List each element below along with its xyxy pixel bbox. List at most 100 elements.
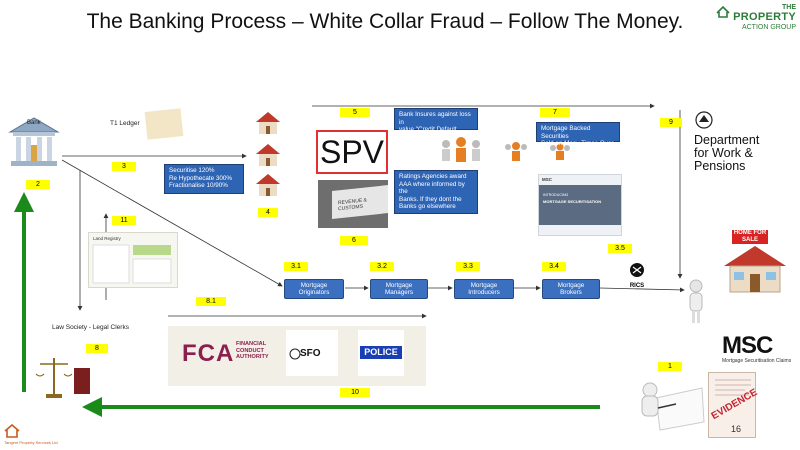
regulators-panel: FCA FINANCIAL CONDUCT AUTHORITY SFO POLI… bbox=[168, 326, 426, 386]
dwp-line-1: Department bbox=[694, 133, 760, 147]
house-for-sale-icon bbox=[722, 244, 788, 294]
msc-site-line-2: MORTGAGE SECURITISATION bbox=[543, 199, 602, 204]
fca-words: FINANCIAL CONDUCT AUTHORITY bbox=[236, 341, 269, 361]
step-1: 1 bbox=[658, 362, 682, 371]
tangent-house-icon bbox=[4, 423, 20, 438]
originators-line-1: Mortgage bbox=[300, 281, 328, 289]
mbs-box: Mortgage Backed Securities Sold on Many … bbox=[536, 122, 620, 147]
step-3: 3 bbox=[112, 162, 136, 171]
msc-logo: MSC Mortgage Securitisation Claims bbox=[722, 332, 794, 368]
fca-word-3: AUTHORITY bbox=[236, 354, 269, 361]
ledger-paper-icon bbox=[144, 108, 184, 140]
step-5: 5 bbox=[340, 108, 370, 117]
insures-line-2: value "Credit Default Swap" bbox=[399, 126, 457, 141]
law-society-label: Law Society - Legal Clerks bbox=[52, 324, 129, 331]
page-number: 16 bbox=[731, 424, 742, 434]
insures-line-1: Bank Insures against loss in bbox=[399, 111, 471, 126]
scales-of-justice-icon bbox=[34, 354, 94, 400]
ratings-line-3: Banks. If they dont the bbox=[399, 195, 462, 203]
step-8-1: 8.1 bbox=[196, 297, 226, 306]
msc-logo-subtitle: Mortgage Securitisation Claims bbox=[722, 358, 792, 364]
brokers-line-2: Brokers bbox=[560, 289, 582, 296]
introducers-line-2: Introducers bbox=[468, 289, 500, 296]
mortgage-brokers-box: Mortgage Brokers bbox=[542, 279, 600, 299]
step-11: 11 bbox=[112, 216, 136, 225]
step-10: 10 bbox=[340, 388, 370, 397]
ratings-agencies-box: Ratings Agencies award AAA where informe… bbox=[394, 170, 478, 214]
mbs-line-1: Mortgage Backed Securities bbox=[541, 125, 591, 140]
step-6: 6 bbox=[340, 236, 368, 245]
logo-line2: PROPERTY bbox=[733, 11, 796, 23]
ratings-line-2: AAA where informed by the bbox=[399, 180, 465, 196]
rics-logo: RICS bbox=[624, 262, 650, 289]
step-3-4: 3.4 bbox=[542, 262, 566, 271]
bank-icon bbox=[8, 112, 60, 172]
msc-logo-text: MSC bbox=[722, 332, 773, 359]
securitise-line-1: Securitise 120% bbox=[169, 167, 215, 174]
customs-sign-text: REVENUE & CUSTOMS bbox=[338, 197, 367, 213]
securitise-line-2: Re Hypothecate 300% bbox=[169, 174, 233, 182]
mortgage-managers-box: Mortgage Managers bbox=[370, 279, 428, 299]
document-lines-icon bbox=[715, 377, 751, 400]
property-action-group-logo: THE PROPERTY ACTION GROUP bbox=[712, 4, 796, 38]
msc-site-header: MSC bbox=[542, 177, 552, 182]
managers-line-2: Managers bbox=[384, 289, 413, 296]
dwp-line-3: Pensions bbox=[694, 159, 746, 173]
sfo-label: SFO bbox=[300, 348, 321, 359]
step-8: 8 bbox=[86, 344, 108, 353]
mortgage-introducers-box: Mortgage Introducers bbox=[454, 279, 514, 299]
tangent-logo: Tangent Property Services Ltd bbox=[4, 423, 64, 445]
fca-word-1: FINANCIAL bbox=[236, 341, 267, 347]
sfo-crest-icon bbox=[289, 348, 301, 360]
credit-default-swap-box: Bank Insures against loss in value "Cred… bbox=[394, 108, 478, 141]
managers-line-1: Mortgage bbox=[385, 281, 413, 289]
evidence-document: EVIDENCE bbox=[708, 372, 759, 438]
page-title: The Banking Process – White Collar Fraud… bbox=[86, 10, 684, 33]
houses-stack-icon bbox=[252, 108, 288, 204]
step-3-3: 3.3 bbox=[456, 262, 480, 271]
land-registry-title: Land Registry bbox=[93, 236, 121, 241]
securitise-line-3: Fractionalise 10/90% bbox=[169, 182, 228, 190]
step-3-2: 3.2 bbox=[370, 262, 394, 271]
sfo-logo: SFO bbox=[286, 330, 338, 376]
step-7: 7 bbox=[540, 108, 570, 117]
rics-label: RICS bbox=[629, 283, 645, 289]
mbs-line-2: Sold on Many Times Over. bbox=[541, 140, 615, 148]
ratings-line-4: Banks go elsewhere bbox=[399, 203, 456, 211]
step-4: 4 bbox=[258, 208, 278, 217]
mortgage-originators-box: Mortgage Originators bbox=[284, 279, 344, 299]
tangent-label: Tangent Property Services Ltd bbox=[4, 440, 58, 445]
dwp-logo: Department for Work & Pensions bbox=[690, 108, 790, 178]
securitise-box: Securitise 120% Re Hypothecate 300% Frac… bbox=[164, 164, 244, 194]
step-2: 2 bbox=[26, 180, 50, 189]
bank-label: Bank bbox=[27, 120, 41, 126]
customs-sign-image: REVENUE & CUSTOMS bbox=[318, 180, 388, 228]
police-logo: POLICE bbox=[358, 330, 404, 376]
ratings-line-1: Ratings Agencies award bbox=[399, 173, 467, 180]
introducers-line-1: Mortgage bbox=[470, 281, 498, 289]
spv-box: SPV bbox=[316, 130, 388, 174]
person-writing-icon bbox=[636, 378, 706, 432]
land-registry-screenshot: Land Registry bbox=[88, 232, 178, 288]
msc-site-line-1: INTRODUCING bbox=[543, 193, 569, 197]
crest-icon bbox=[695, 111, 713, 129]
police-label: POLICE bbox=[360, 346, 402, 359]
people-network-icon bbox=[436, 134, 486, 166]
thinking-person-icon bbox=[684, 278, 708, 324]
step-3-1: 3.1 bbox=[284, 262, 308, 271]
fca-logo: FCA bbox=[182, 340, 235, 367]
step-9: 9 bbox=[660, 118, 682, 127]
people-small-icon-2 bbox=[546, 142, 572, 162]
logo-line3: ACTION GROUP bbox=[741, 24, 796, 31]
people-small-icon bbox=[500, 140, 530, 164]
step-3-5: 3.5 bbox=[608, 244, 632, 253]
house-logo-icon bbox=[716, 6, 730, 18]
dwp-line-2: for Work & bbox=[694, 146, 753, 160]
fca-word-2: CONDUCT bbox=[236, 347, 264, 354]
msc-website-screenshot: MSC INTRODUCING MORTGAGE SECURITISATION bbox=[538, 174, 622, 236]
originators-line-2: Originators bbox=[298, 289, 330, 296]
home-for-sale-sign: HOME FOR SALE bbox=[732, 230, 768, 244]
logo-line1: THE bbox=[782, 4, 796, 11]
t1-ledger-label: T1 Ledger bbox=[110, 120, 140, 127]
